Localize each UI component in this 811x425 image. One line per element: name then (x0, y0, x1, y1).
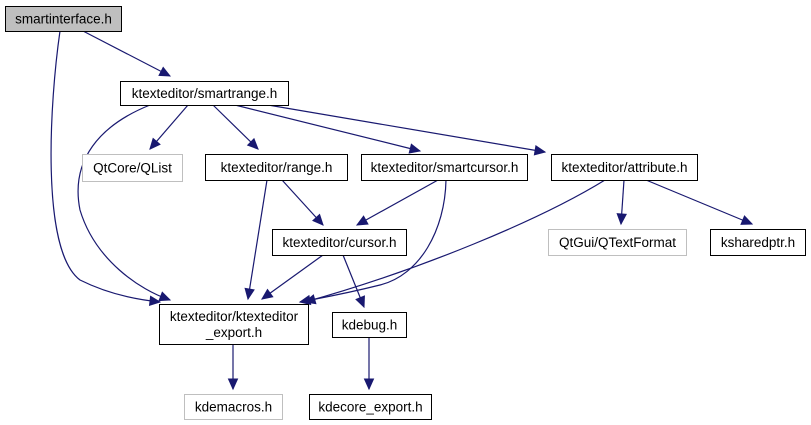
node-box (5, 6, 122, 32)
arrowhead-icon (355, 215, 369, 226)
arrowhead-icon (246, 137, 259, 150)
edge-smartrange-to-qlist (149, 104, 189, 150)
nodes-layer: smartinterface.h ktexteditor/smartrange.h… (5, 6, 806, 420)
arrowhead-icon (408, 143, 422, 154)
node-box (332, 312, 407, 338)
edge-smartinterface-to-smartrange (82, 30, 172, 77)
arrowhead-icon (312, 213, 324, 226)
edge-cursor-to-kdebug (342, 254, 365, 309)
arrowhead-icon (740, 215, 754, 225)
node-qtextformat: QtGui/QTextFormat (548, 229, 687, 256)
edge-smartrange-to-export (77, 104, 172, 302)
edge-kdebug-to-kdecore_export (363, 337, 375, 391)
edges-layer (50, 30, 754, 391)
edge-attribute-to-export (303, 179, 606, 305)
edge-smartcursor-to-cursor (355, 179, 439, 226)
node-box (205, 154, 348, 181)
node-kdebug[interactable]: kdebug.h (332, 312, 407, 338)
node-box (184, 394, 283, 420)
node-cursor[interactable]: ktexteditor/cursor.h (272, 229, 407, 256)
node-label: ktexteditor/smartrange.h (132, 86, 278, 101)
edge-line (267, 104, 546, 153)
edge-smartinterface-to-export (50, 30, 162, 307)
node-box (272, 229, 407, 256)
node-box (710, 229, 806, 256)
edge-line (77, 104, 171, 301)
edge-line (645, 179, 753, 225)
node-label: ktexteditor/attribute.h (561, 160, 687, 175)
node-label: kdemacros.h (195, 400, 272, 415)
node-box (548, 229, 687, 256)
node-smartrange[interactable]: ktexteditor/smartrange.h (120, 81, 289, 106)
node-label: _export.h (205, 325, 262, 340)
node-qlist: QtCore/QList (82, 154, 183, 182)
node-smartinterface[interactable]: smartinterface.h (5, 6, 122, 32)
node-label: kdebug.h (342, 318, 398, 333)
edge-line (356, 179, 439, 226)
arrowhead-icon (158, 291, 172, 302)
edge-line (261, 254, 324, 300)
node-label: ktexteditor/cursor.h (282, 235, 396, 250)
node-ksharedptr[interactable]: ksharedptr.h (710, 229, 806, 256)
node-export[interactable]: ktexteditor/ktexteditor_export.h (159, 304, 309, 345)
node-label: ktexteditor/range.h (221, 160, 333, 175)
edge-line (247, 179, 268, 300)
node-label: QtGui/QTextFormat (559, 235, 676, 250)
edge-attribute-to-ksharedptr (645, 179, 754, 225)
arrowhead-icon (158, 66, 172, 77)
edge-line (82, 30, 171, 77)
edge-cursor-to-export (261, 254, 324, 300)
edge-export-to-kdemacros (227, 344, 239, 391)
node-box (82, 154, 183, 182)
node-kdemacros: kdemacros.h (184, 394, 283, 420)
node-label: smartinterface.h (15, 12, 112, 27)
node-box (361, 154, 528, 181)
arrowhead-icon (303, 294, 317, 305)
node-smartcursor[interactable]: ktexteditor/smartcursor.h (361, 154, 528, 181)
arrowhead-icon (363, 378, 375, 391)
edge-smartrange-to-range (212, 104, 259, 150)
node-box (159, 304, 309, 345)
arrowhead-icon (227, 378, 239, 391)
arrowhead-icon (261, 288, 274, 300)
edge-line (234, 104, 421, 152)
edge-range-to-export (244, 179, 268, 301)
node-label: ktexteditor/ktexteditor (170, 309, 299, 324)
edge-smartrange-to-smartcursor (234, 104, 422, 154)
node-box (309, 394, 432, 420)
edge-attribute-to-qtextformat (616, 179, 627, 226)
arrowhead-icon (355, 295, 365, 309)
arrowhead-icon (616, 213, 627, 226)
arrowhead-icon (148, 295, 162, 307)
node-range[interactable]: ktexteditor/range.h (205, 154, 348, 181)
arrowhead-icon (533, 145, 547, 156)
node-label: ksharedptr.h (721, 235, 795, 250)
node-kdecore_export[interactable]: kdecore_export.h (309, 394, 432, 420)
edge-line (304, 179, 606, 303)
node-label: QtCore/QList (93, 161, 172, 176)
edge-range-to-cursor (281, 179, 324, 226)
node-label: ktexteditor/smartcursor.h (371, 160, 519, 175)
node-label: kdecore_export.h (318, 400, 422, 415)
edge-smartrange-to-attribute (267, 104, 547, 156)
arrowhead-icon (244, 287, 255, 301)
arrowhead-icon (149, 137, 161, 150)
node-box (120, 81, 289, 106)
edge-line (50, 30, 161, 303)
node-attribute[interactable]: ktexteditor/attribute.h (551, 154, 698, 181)
node-box (551, 154, 698, 181)
